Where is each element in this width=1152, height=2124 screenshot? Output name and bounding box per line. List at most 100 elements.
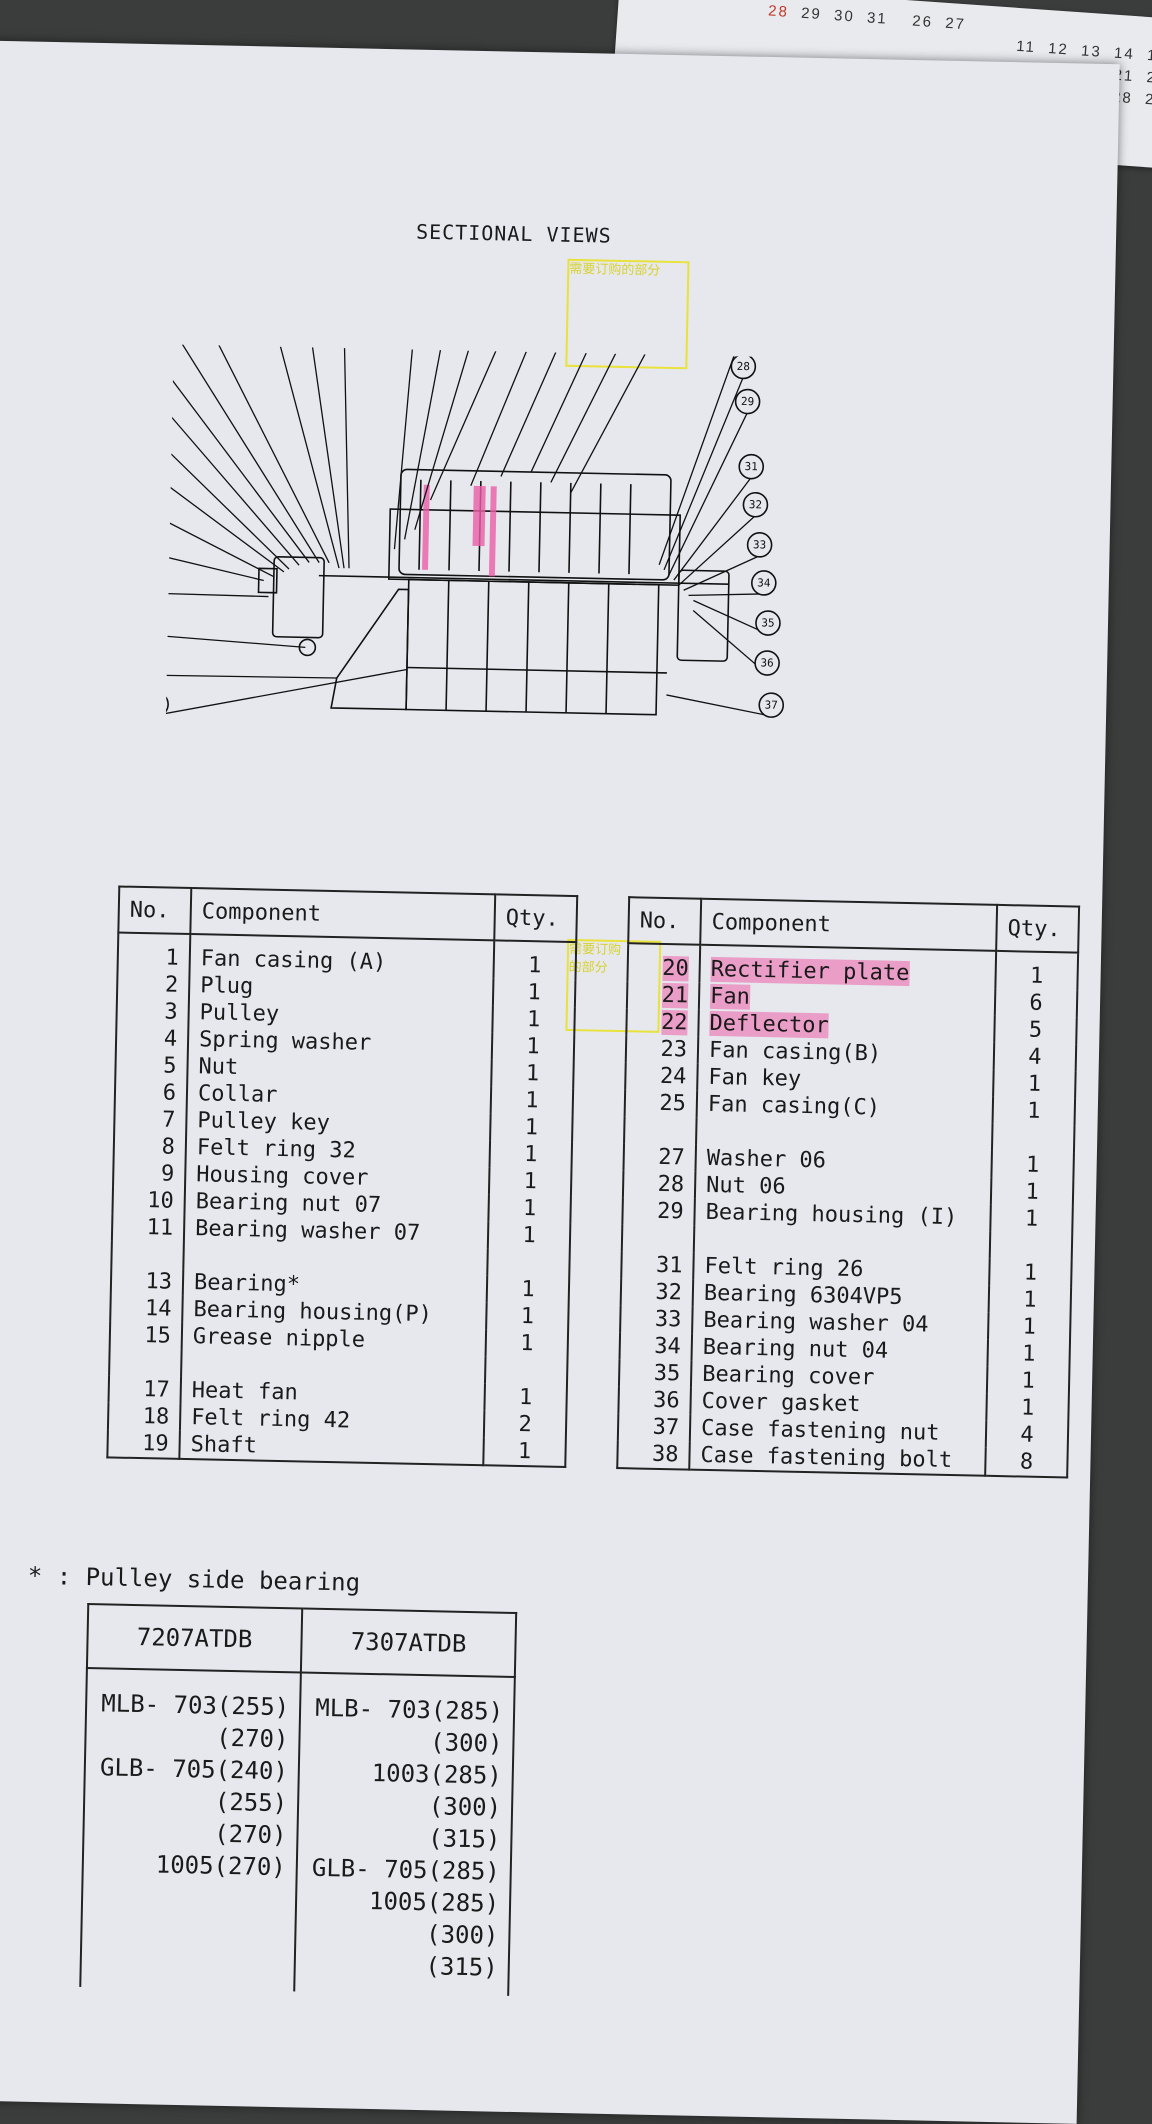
leader-line [164,345,324,563]
leader-line [679,514,755,587]
part-number: 18 [108,1402,181,1431]
calendar-day: 28 [768,2,790,20]
calendar-day: 29 [788,4,822,23]
callout-number: 36 [760,656,774,669]
part-qty: 1 [988,1313,1071,1342]
part-qty-text: 1 [1026,1153,1040,1178]
bearing-entry: GLB- 705(285) [307,1852,500,1888]
part-qty: 1 [492,1005,575,1034]
part-qty: 8 [985,1448,1068,1478]
part-qty: 1 [486,1302,569,1331]
leader-line [531,345,594,474]
part-qty-text: 1 [525,1088,539,1113]
leader-line [164,513,275,577]
part-number: 10 [112,1186,185,1215]
part-qty-text: 1 [524,1142,538,1167]
part-number: 11 [112,1213,185,1242]
part-qty [485,1356,568,1385]
part-name-text: Cover gasket [701,1389,860,1417]
part-qty-text: 1 [519,1385,533,1410]
part-number: 6 [115,1078,188,1107]
leader-line [164,553,264,580]
part-name-text: Bearing 6304VP5 [704,1281,903,1310]
part-qty-text: 4 [1020,1423,1034,1448]
part-number [622,1224,695,1253]
part-number-text: 20 [662,956,689,982]
part-qty: 1 [488,1221,571,1250]
part-qty-text: 1 [523,1196,537,1221]
part-number: 35 [619,1359,692,1388]
part-qty: 1 [986,1394,1069,1423]
callout-5: 5 [164,490,276,577]
calendar-day: 29 [1132,90,1152,109]
part-qty: 1 [488,1194,571,1223]
part-number-text: 4 [164,1026,178,1051]
calendar-day: 11 [1016,38,1037,56]
bearing-entry: MLB- 703(285) [311,1692,504,1728]
bearing-header: 7207ATDB [87,1604,302,1672]
calendar-day: 22 [1134,68,1152,87]
part-qty: 1 [987,1340,1070,1369]
callout-15: 15 [327,345,357,569]
part-qty: 4 [986,1421,1069,1450]
part-qty-text: 1 [526,1061,540,1086]
part-qty-text: 6 [1029,991,1043,1016]
part-number: 13 [111,1267,184,1296]
bearing-entry: GLB- 705(240) [96,1751,289,1787]
part-number: 38 [617,1440,690,1470]
part-number: 9 [113,1159,186,1188]
part-qty-text: 1 [520,1331,534,1356]
part-number: 15 [110,1321,183,1350]
part-qty-text: 1 [524,1115,538,1140]
column-header-no: No. [628,897,701,944]
part-number: 2 [117,971,190,1000]
part-name-text: Bearing housing (I) [705,1200,957,1230]
part-qty-text: 1 [1027,1099,1041,1124]
leader-line [394,345,414,550]
part-name-text: Fan casing(C) [708,1092,881,1121]
part-number: 29 [622,1197,695,1226]
part-qty: 1 [989,1259,1072,1288]
part-name-text: Case fastening bolt [700,1443,952,1473]
part-qty: 1 [490,1140,573,1169]
part-number: 36 [618,1386,691,1415]
part-number-text: 14 [145,1296,172,1322]
leader-line [164,674,337,679]
part-number-text: 28 [657,1172,684,1198]
part-number-text: 29 [657,1199,684,1225]
part-number: 4 [116,1024,189,1053]
part-qty: 1 [491,1059,574,1088]
part-qty-text: 1 [1030,964,1044,989]
callout-8: 8 [164,372,303,565]
part-qty-text: 1 [527,980,541,1005]
callout-number: 35 [761,616,775,629]
part-number: 32 [621,1278,694,1307]
leader-line [164,593,268,597]
part-qty: 1 [991,1178,1074,1207]
column-header-component: Component [700,899,997,951]
part-qty-text: 1 [1024,1261,1038,1286]
part-number-text: 17 [143,1377,170,1403]
part-number: 14 [110,1294,183,1323]
leader-line [666,695,771,716]
callout-24: 24 [551,345,637,485]
part-qty: 1 [483,1437,566,1467]
bearing-entry: 1005(270) [94,1847,287,1883]
calendar-day: 14 [1101,44,1135,63]
callout-number: 32 [749,498,763,511]
part-number-text: 6 [162,1080,176,1105]
part-name-text: Pulley key [197,1108,330,1136]
diagram-highlight-marks [422,485,497,577]
part-number-text: 13 [145,1269,172,1295]
part-number-text: 3 [164,999,178,1024]
part-name-text: Felt ring 32 [197,1135,356,1163]
part-name-text: Case fastening nut [701,1416,940,1446]
part-number-text: 23 [660,1037,687,1063]
callout-number: 33 [753,538,767,551]
bearing-entry: (300) [309,1788,502,1824]
part-qty: 1 [493,978,576,1007]
part-number-text: 21 [661,983,688,1009]
part-number: 3 [116,997,189,1026]
